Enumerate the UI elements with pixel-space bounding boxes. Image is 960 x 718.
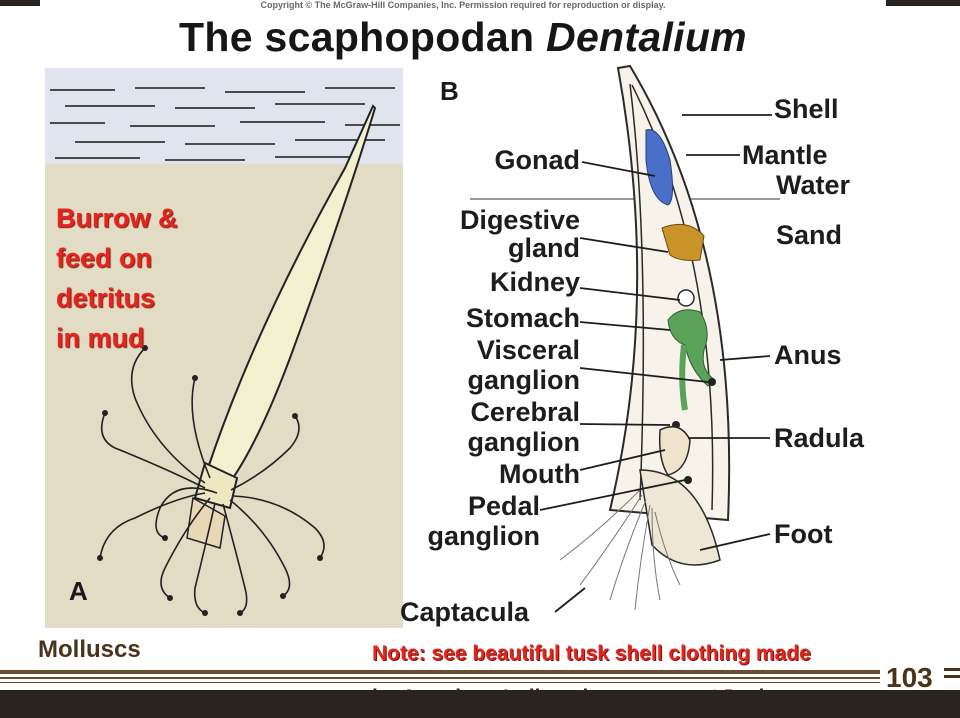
leader-digestive [579,237,669,253]
pedal-ganglion-dot [684,476,692,484]
footer-note-continued: by American Indians in museum at Dark [372,686,770,690]
page-number-rule [944,668,960,671]
leader-visceral [579,367,709,383]
annotation-burrow: Burrow & feed on detritus in mud [56,198,178,358]
label-shell: Shell [774,94,839,124]
leader-stomach [579,321,671,331]
panel-a-illustration [45,68,403,628]
shell-outline [608,64,731,522]
leader-cerebral [579,423,671,426]
label-stomach: Stomach [465,303,580,333]
label-pedal-2: ganglion [427,521,540,551]
copyright-line: Copyright © The McGraw-Hill Companies, I… [260,0,666,10]
label-mantle: Mantle [742,140,828,170]
sand-layer [45,164,403,628]
inner-wall [629,83,645,501]
label-sand: Sand [776,220,843,250]
label-anus: Anus [774,340,842,370]
footer-rule-1 [0,670,880,674]
leader-foot [699,533,771,551]
annotation-line: feed on [56,243,153,273]
annotation-line: in mud [56,323,145,353]
gonad-shape [645,129,674,206]
label-captacula: Captacula [400,597,530,627]
label-visceral-2: ganglion [467,365,580,395]
title-italic: Dentalium [546,14,747,60]
leader-lines [539,114,772,613]
footer-rule-2 [0,677,880,679]
panel-b-anatomy [470,64,780,613]
stomach-shape [667,309,716,387]
annotation-line: Burrow & [56,203,178,233]
label-mouth: Mouth [499,459,580,489]
foot [186,496,226,549]
label-foot: Foot [774,519,833,549]
panel-b-letter: B [440,76,459,106]
footer-note: Note: see beautiful tusk shell clothing … [372,642,811,665]
visceral-ganglion-dot [708,378,716,386]
captacula-tips [97,345,323,616]
leader-captacula [554,587,586,613]
label-cerebral-1: Cerebral [470,397,580,427]
page-number: 103 [886,662,933,693]
label-digestive-1: Digestive [459,205,580,235]
leader-gonad [581,161,656,177]
water-layer [45,68,403,164]
title-plain: The scaphopodan [179,14,547,60]
captacula-filaments [559,489,681,611]
leader-pedal [539,479,686,511]
label-kidney: Kidney [489,267,580,297]
panel-a: A [45,68,403,628]
leader-mouth [579,449,666,471]
annotation-line: detritus [56,283,156,313]
shell-aperture [193,461,239,510]
label-digestive-2: gland [508,233,580,263]
label-gonad: Gonad [494,145,581,175]
leader-kidney [579,287,681,301]
kidney-shape [677,289,695,307]
label-visceral-1: Visceral [476,335,580,365]
intestine [679,344,688,411]
mouth-region [658,425,691,476]
page-number-rule [944,675,960,678]
digestive-gland-shape [661,223,705,261]
water-lines [50,87,400,161]
label-cerebral-2: ganglion [467,427,580,457]
footer-rule-3 [0,682,880,683]
label-pedal-1: Pedal [467,491,540,521]
foot-shape [639,469,721,566]
captacula-threads [99,347,325,614]
panel-a-letter: A [69,576,88,606]
tusk-shell [206,104,377,480]
bottom-bar [0,690,960,718]
section-label: Molluscs [38,636,141,663]
label-water: Water [776,170,851,200]
label-radula: Radula [774,423,865,453]
leader-anus [719,355,771,361]
figure-title: The scaphopodan Dentalium [40,14,886,61]
figure: Copyright © The McGraw-Hill Companies, I… [40,0,886,636]
